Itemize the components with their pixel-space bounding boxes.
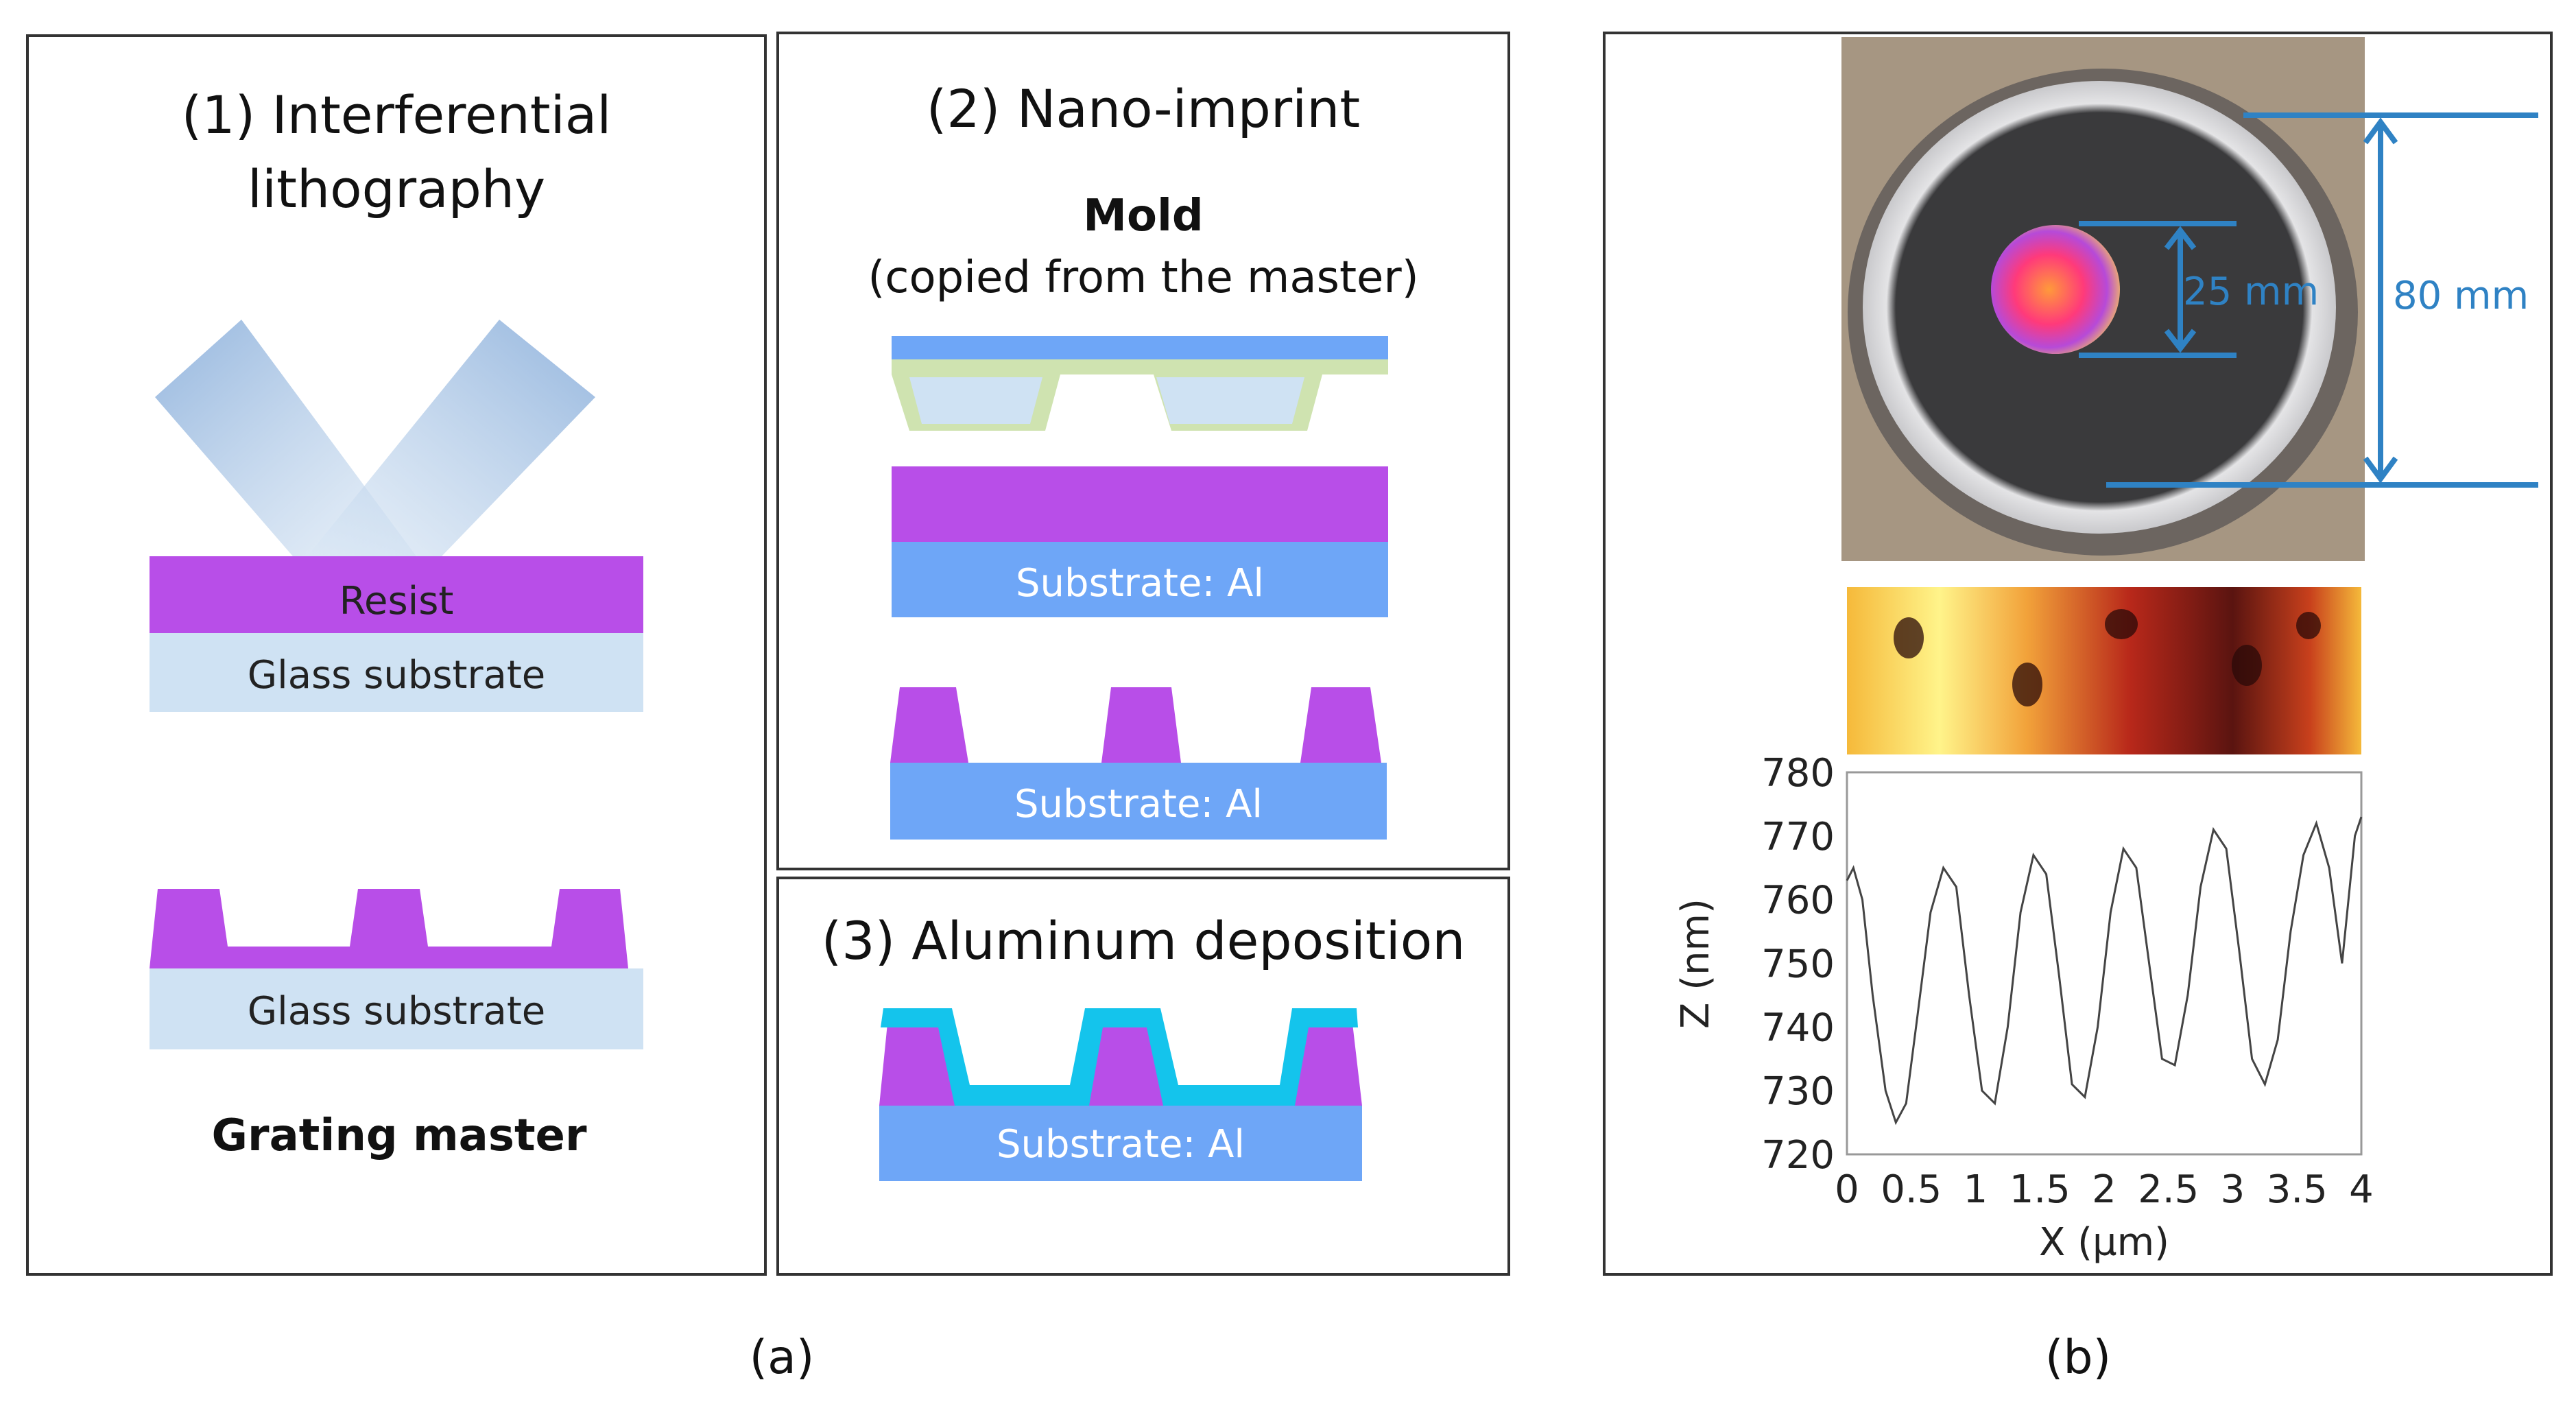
mold-backing (892, 336, 1388, 359)
y-tick-labels: 780 770 760 750 740 730 720 (1761, 751, 1835, 1178)
substrate-al-2 (890, 763, 1387, 840)
mold-sublabel: (copied from the master) (868, 252, 1419, 303)
substrate-al-label-2: Substrate: Al (1014, 782, 1263, 826)
x-axis-label: X (µm) (2039, 1220, 2169, 1265)
afm-dark-spots (1894, 609, 2321, 706)
panel2-drawing (890, 336, 1388, 840)
panel2-title: (2) Nano-imprint (926, 78, 1361, 139)
imprinted-resist-profile (890, 687, 1381, 763)
laser-beam-left (155, 320, 416, 556)
x-tick-label: 3.5 (2267, 1167, 2328, 1212)
x-tick-label: 2 (2092, 1167, 2116, 1212)
grating-master-caption: Grating master (211, 1110, 587, 1161)
x-tick-labels: 0 0.5 1 1.5 2 2.5 3 3.5 4 (1835, 1167, 2374, 1212)
x-tick-label: 0.5 (1881, 1167, 1942, 1212)
resist-label: Resist (339, 579, 454, 623)
plot-frame (1846, 771, 2363, 1156)
caption-b: (b) (2044, 1331, 2112, 1385)
panel3-title: (3) Aluminum deposition (821, 910, 1466, 971)
glass-substrate-top (150, 633, 643, 712)
y-tick-label: 770 (1761, 815, 1835, 859)
substrate-al-1 (892, 542, 1388, 617)
panel-aluminum-deposition: (3) Aluminum deposition Substrate: Al (776, 877, 1510, 1276)
y-tick-label: 740 (1761, 1006, 1835, 1050)
mold-label: Mold (1083, 191, 1204, 241)
caption-a: (a) (749, 1331, 815, 1385)
y-tick-label: 760 (1761, 879, 1835, 923)
resist-layer (150, 556, 643, 633)
glass-substrate-label-bottom: Glass substrate (247, 989, 546, 1034)
dimension-lines (2079, 112, 2538, 488)
y-tick-label: 730 (1761, 1069, 1835, 1114)
aluminum-coating (881, 1008, 1358, 1106)
x-tick-label: 4 (2349, 1167, 2374, 1212)
x-tick-label: 0 (1835, 1167, 1859, 1212)
resist-flat (892, 466, 1388, 542)
y-tick-label: 780 (1761, 751, 1835, 796)
laser-beam-right (307, 320, 595, 556)
grating-sample (1991, 225, 2120, 354)
substrate-al-label-3: Substrate: Al (996, 1122, 1245, 1167)
panel1-drawing (150, 320, 643, 1049)
mold-cavity (909, 377, 1304, 424)
panel1-title-line1: (1) Interferential (181, 84, 612, 145)
x-tick-label: 3 (2221, 1167, 2245, 1212)
y-axis-label: Z (nm) (1673, 899, 1718, 1029)
height-profile-line (1846, 816, 2363, 1126)
grating-master-profile (150, 889, 628, 968)
panel-interferential-lithography: (1) Interferential lithography Resist Gl… (26, 34, 767, 1276)
panel1-title-line2: lithography (247, 158, 546, 219)
x-tick-label: 2.5 (2138, 1167, 2199, 1212)
substrate-al-label-1: Substrate: Al (1015, 561, 1264, 606)
y-tick-label: 720 (1761, 1133, 1835, 1178)
glass-substrate-label-top: Glass substrate (247, 653, 546, 698)
substrate-al-3 (879, 1106, 1362, 1181)
glass-substrate-bottom (150, 968, 643, 1049)
dimension-25mm: 25 mm (2183, 270, 2319, 314)
x-tick-label: 1.5 (2009, 1167, 2071, 1212)
afm-image (1847, 587, 2361, 754)
deposition-resist-profile (879, 1023, 1362, 1106)
panel3-drawing (879, 1008, 1362, 1181)
dimension-80mm: 80 mm (2393, 274, 2529, 318)
x-tick-label: 1 (1964, 1167, 1988, 1212)
panel-nano-imprint: (2) Nano-imprint Mold (copied from the m… (776, 32, 1510, 870)
y-tick-label: 750 (1761, 942, 1835, 987)
